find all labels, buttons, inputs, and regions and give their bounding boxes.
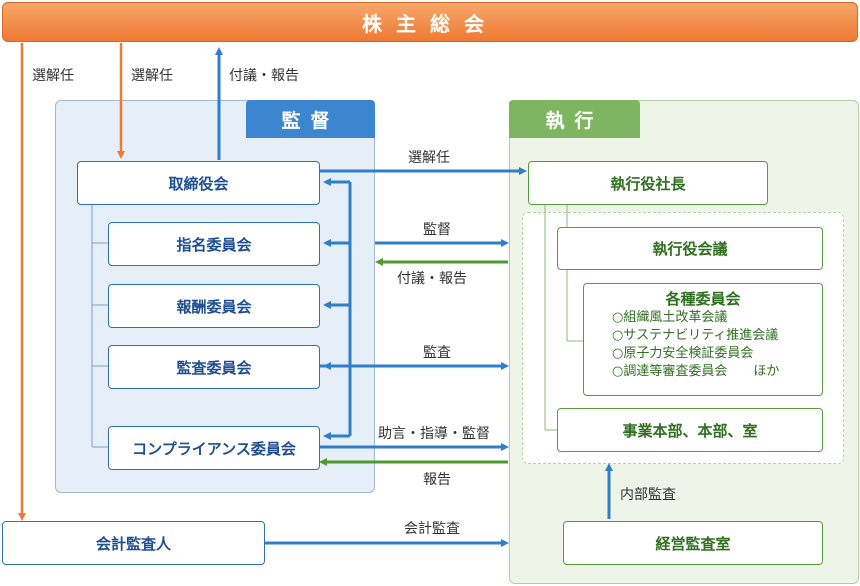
president-ceo-box: 執行役社長 — [528, 161, 768, 205]
accounting-audit-label: 会計監査 — [404, 521, 460, 537]
board-of-directors-box: 取締役会 — [77, 161, 320, 205]
committee-item: ○調達等審査委員会 ほか — [612, 364, 780, 379]
compensation-committee-box: 報酬委員会 — [108, 284, 320, 328]
committees-title: 各種委員会 — [665, 290, 741, 308]
internal-audit-office-box: 経営監査室 — [563, 521, 823, 565]
supervision-tab: 監督 — [246, 100, 375, 138]
proposal-report-label-top: 付議・報告 — [229, 68, 299, 84]
internal-audit-label: 内部監査 — [620, 487, 676, 503]
appoint-label-accounting: 選解任 — [32, 68, 74, 84]
compliance-committee-box: コンプライアンス委員会 — [108, 426, 320, 470]
committee-item: ○原子力安全検証委員会 — [612, 346, 754, 361]
executive-council-box: 執行役会議 — [557, 227, 823, 270]
accounting-auditor-box: 会計監査人 — [2, 521, 265, 565]
appoint-exec-label: 選解任 — [408, 150, 450, 166]
committee-item: ○組織風土改革会議 — [612, 310, 728, 325]
nomination-committee-box: 指名委員会 — [108, 222, 320, 266]
business-divisions-box: 事業本部、本部、室 — [557, 408, 823, 452]
committees-box: 各種委員会 ○組織風土改革会議 ○サステナビリティ推進会議 ○原子力安全検証委員… — [583, 283, 823, 396]
shareholders-meeting: 株主総会 — [2, 2, 858, 42]
audit-label: 監査 — [423, 345, 451, 361]
proposal-report-label: 付議・報告 — [397, 271, 467, 287]
audit-committee-box: 監査委員会 — [108, 345, 320, 389]
committee-item: ○サステナビリティ推進会議 — [612, 328, 779, 343]
appoint-label-board: 選解任 — [131, 68, 173, 84]
advice-label: 助言・指導・監督 — [378, 426, 490, 442]
supervise-label: 監督 — [423, 222, 451, 238]
execution-tab: 執行 — [509, 100, 640, 138]
report-label: 報告 — [423, 472, 451, 488]
